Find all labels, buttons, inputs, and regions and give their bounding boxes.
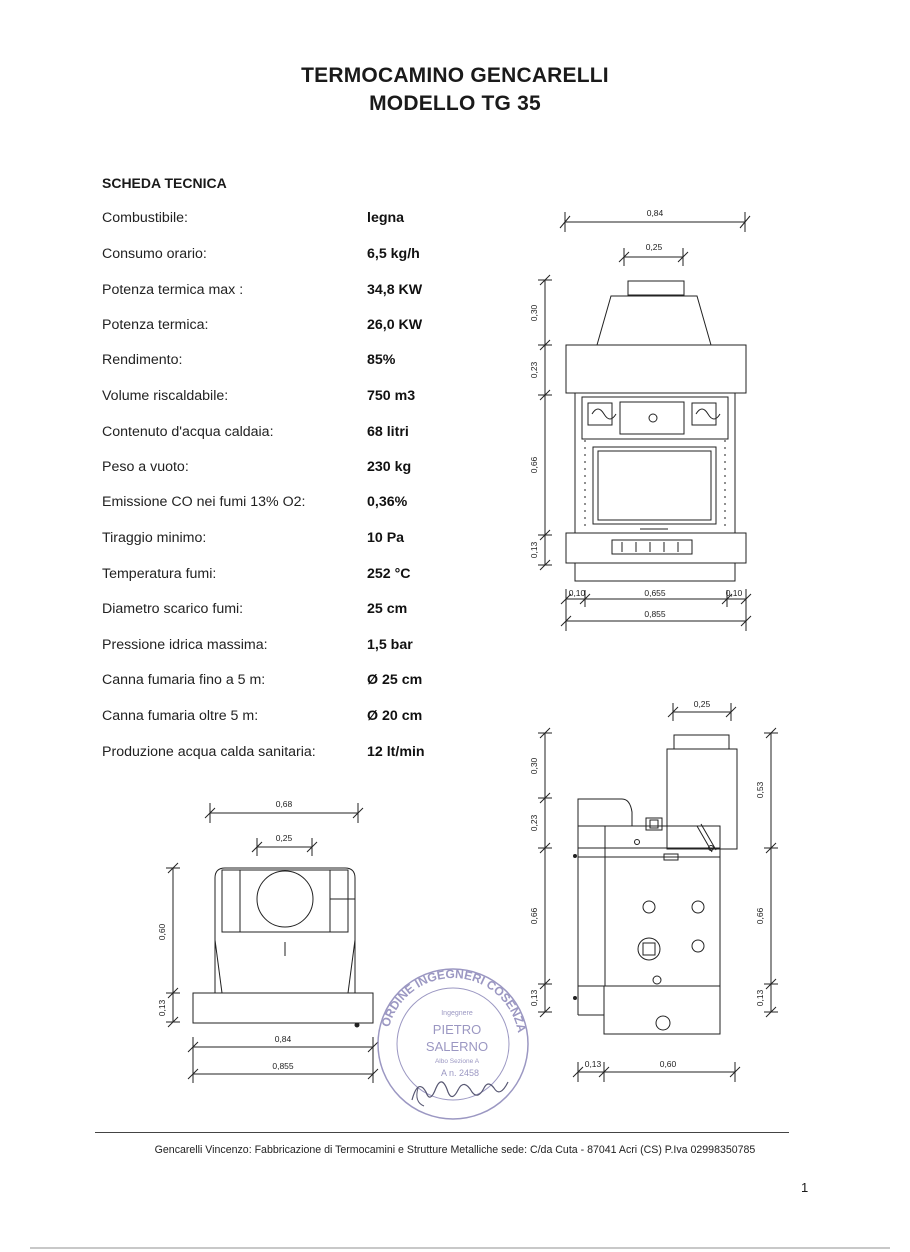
- model-subtitle: MODELLO TG 35: [369, 92, 541, 115]
- stamp-line3: Albo Sezione A: [435, 1058, 480, 1065]
- spec-value: 750 m3: [367, 388, 416, 404]
- spec-value: legna: [367, 210, 405, 226]
- spec-value: 85%: [367, 352, 396, 368]
- front-side-left-dim: 0,10: [569, 588, 586, 598]
- spec-value: 1,5 bar: [367, 637, 413, 653]
- spec-value: 12 lt/min: [367, 744, 425, 760]
- spec-value: 0,36%: [367, 494, 408, 510]
- spec-label: Rendimento:: [102, 352, 183, 368]
- stamp-name1: PIETRO: [433, 1022, 481, 1037]
- spec-label: Canna fumaria oltre 5 m:: [102, 708, 259, 724]
- side-bottom-left-dim: 0,13: [585, 1059, 602, 1069]
- side-h-base-dim: 0,13: [529, 989, 539, 1006]
- front-width-dim: 0,84: [647, 208, 664, 218]
- side-view-drawing: 0,25 0,30 0,23 0,66 0,13 0,53 0,66 0,13: [529, 699, 778, 1082]
- spec-label: Volume riscaldabile:: [102, 388, 229, 404]
- side-flue-dim: 0,25: [694, 699, 711, 709]
- front-h-hood-dim: 0,23: [529, 361, 539, 378]
- footer-text: Gencarelli Vincenzo: Fabbricazione di Te…: [154, 1144, 756, 1156]
- page-number: 1: [801, 1180, 809, 1195]
- top-bottom-width-dim: 0,84: [275, 1034, 292, 1044]
- side-bottom-depth-dim: 0,60: [660, 1059, 677, 1069]
- front-h-base-dim: 0,13: [529, 541, 539, 558]
- side-right-base-dim: 0,13: [755, 989, 765, 1006]
- front-base-width-dim: 0,855: [644, 609, 666, 619]
- spec-value: 34,8 KW: [367, 282, 423, 298]
- front-h-flue-dim: 0,30: [529, 304, 539, 321]
- spec-label: Potenza termica max :: [102, 282, 244, 298]
- front-h-body-dim: 0,66: [529, 456, 539, 473]
- spec-value: 26,0 KW: [367, 317, 423, 333]
- spec-label: Canna fumaria fino a 5 m:: [102, 672, 266, 688]
- spec-label: Pressione idrica massima:: [102, 637, 268, 653]
- spec-label: Peso a vuoto:: [102, 459, 189, 475]
- front-flue-dim: 0,25: [646, 242, 663, 252]
- spec-value: 252 °C: [367, 566, 411, 582]
- front-view-drawing: 0,84 0,25 0,30 0,23 0,66 0,13: [529, 208, 752, 631]
- top-view-drawing: 0,68 0,25 0,60 0,13 0,84 0,855: [157, 799, 379, 1083]
- side-right-lower-dim: 0,66: [755, 907, 765, 924]
- stamp-name2: SALERNO: [426, 1039, 488, 1054]
- side-h-hood-dim: 0,23: [529, 814, 539, 831]
- spec-value: 10 Pa: [367, 530, 405, 546]
- spec-value: Ø 25 cm: [367, 672, 423, 688]
- stamp-number: A n. 2458: [441, 1068, 479, 1078]
- side-right-upper-dim: 0,53: [755, 781, 765, 798]
- spec-label: Consumo orario:: [102, 246, 207, 262]
- engineer-stamp: ORDINE INGEGNERI COSENZA Ingegnere PIETR…: [377, 967, 529, 1120]
- spec-label: Produzione acqua calda sanitaria:: [102, 744, 316, 760]
- spec-value: 68 litri: [367, 424, 409, 440]
- spec-value: 6,5 kg/h: [367, 246, 420, 262]
- top-base-dim: 0,13: [157, 999, 167, 1016]
- spec-label: Contenuto d'acqua caldaia:: [102, 424, 274, 440]
- document-title: TERMOCAMINO GENCARELLI: [301, 64, 609, 87]
- top-depth-dim: 0,60: [157, 923, 167, 940]
- spec-label: Potenza termica:: [102, 317, 209, 333]
- section-title: SCHEDA TECNICA: [102, 175, 227, 191]
- side-h-flue-dim: 0,30: [529, 757, 539, 774]
- front-side-right-dim: 0,10: [726, 588, 743, 598]
- spec-label: Emissione CO nei fumi 13% O2:: [102, 494, 306, 510]
- spec-label: Temperatura fumi:: [102, 566, 217, 582]
- front-inner-width-dim: 0,655: [644, 588, 666, 598]
- spec-value: 25 cm: [367, 601, 408, 617]
- spec-label: Tiraggio minimo:: [102, 530, 207, 546]
- spec-value: 230 kg: [367, 459, 412, 475]
- spec-label: Combustibile:: [102, 210, 188, 226]
- footer-divider: [95, 1132, 789, 1133]
- side-h-body-dim: 0,66: [529, 907, 539, 924]
- top-width-dim: 0,68: [276, 799, 293, 809]
- scan-edge: [30, 1247, 890, 1249]
- spec-value: Ø 20 cm: [367, 708, 423, 724]
- stamp-line1: Ingegnere: [441, 1010, 473, 1017]
- top-flue-dim: 0,25: [276, 833, 293, 843]
- top-base-width-dim: 0,855: [272, 1061, 294, 1071]
- spec-label: Diametro scarico fumi:: [102, 601, 244, 617]
